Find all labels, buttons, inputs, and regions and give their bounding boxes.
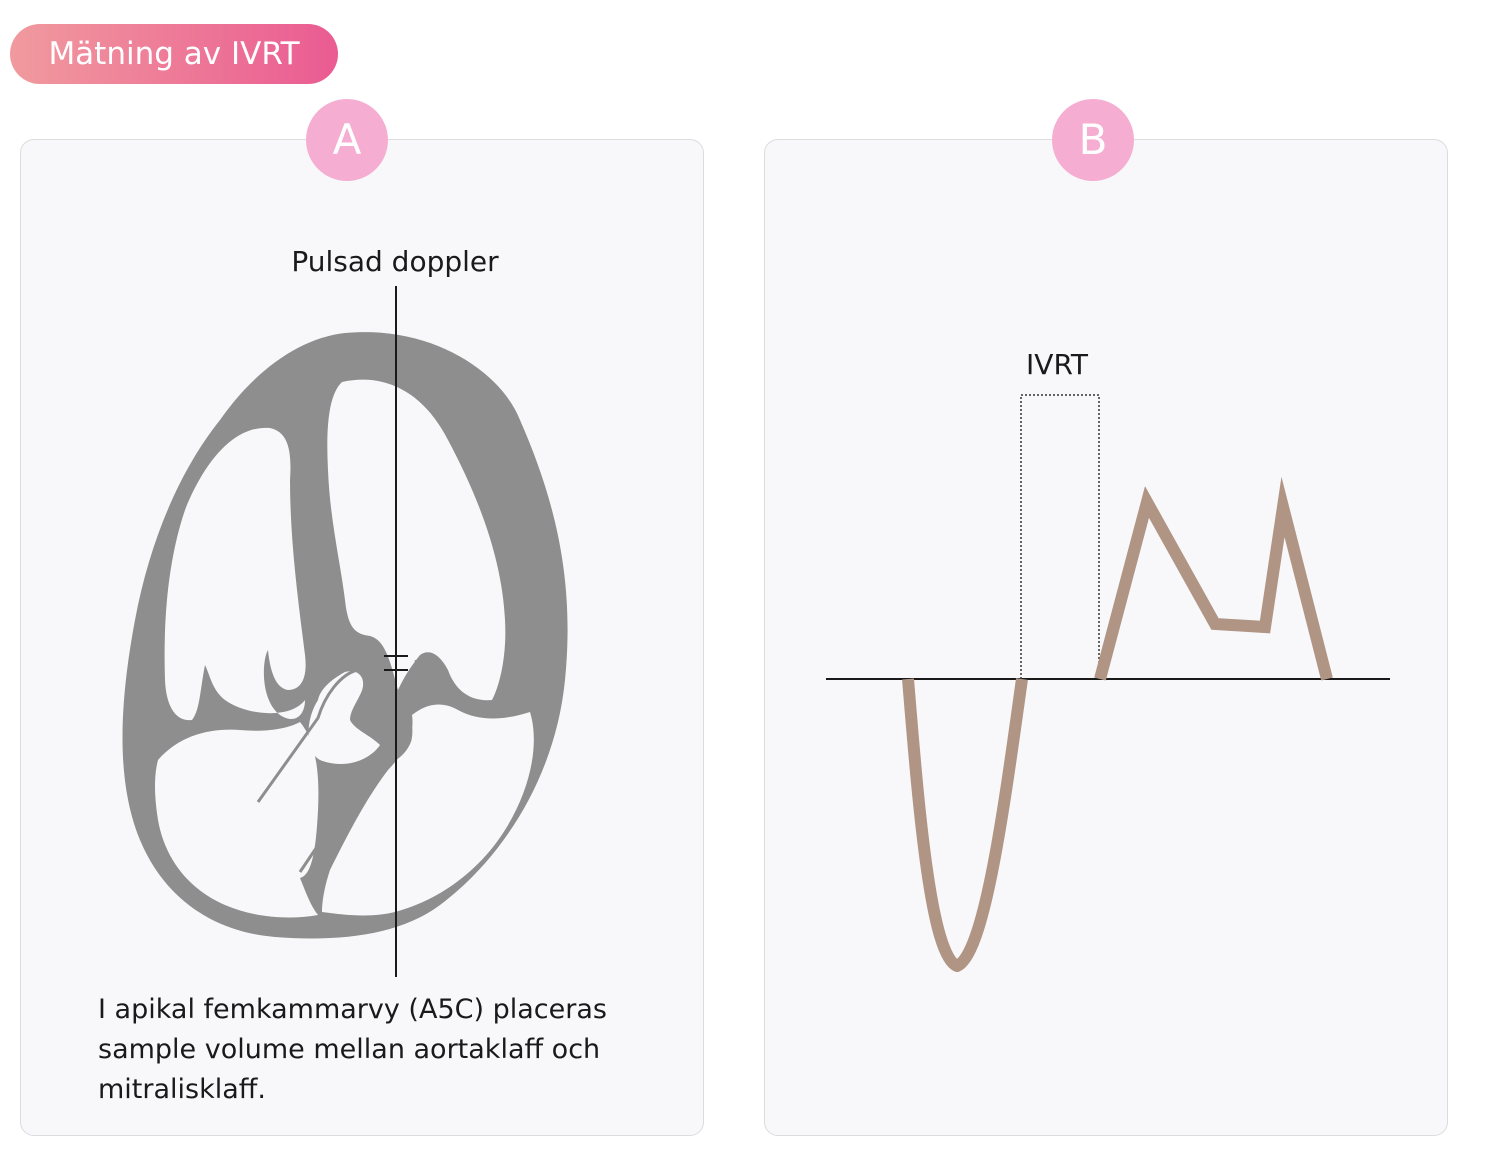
outflow-outline-2	[298, 710, 413, 873]
left-atrium	[322, 704, 534, 916]
mitral-leaflet	[408, 659, 420, 713]
right-atrium	[155, 722, 319, 918]
left-ventricle	[327, 379, 506, 701]
doppler-label: Pulsad doppler	[291, 245, 499, 278]
doppler-cursor	[384, 286, 408, 977]
right-ventricle	[164, 427, 306, 721]
ivrt-interval-box	[1020, 394, 1100, 679]
outflow-outline	[256, 668, 373, 803]
mitral-inflow-wave	[1094, 476, 1333, 681]
ivrt-label: IVRT	[1026, 348, 1089, 381]
doppler-waveform	[826, 394, 1390, 972]
panel-a-caption: I apikal femkammarvy (A5C) placeras samp…	[98, 994, 607, 1105]
title-badge: Mätning av IVRT	[10, 24, 338, 84]
panel-a-badge: A	[306, 99, 388, 181]
aortic-outflow-wave	[902, 678, 1028, 972]
heart-illustration	[122, 332, 568, 939]
panel-b-badge: B	[1052, 99, 1134, 181]
aortic-outflow	[308, 671, 380, 765]
